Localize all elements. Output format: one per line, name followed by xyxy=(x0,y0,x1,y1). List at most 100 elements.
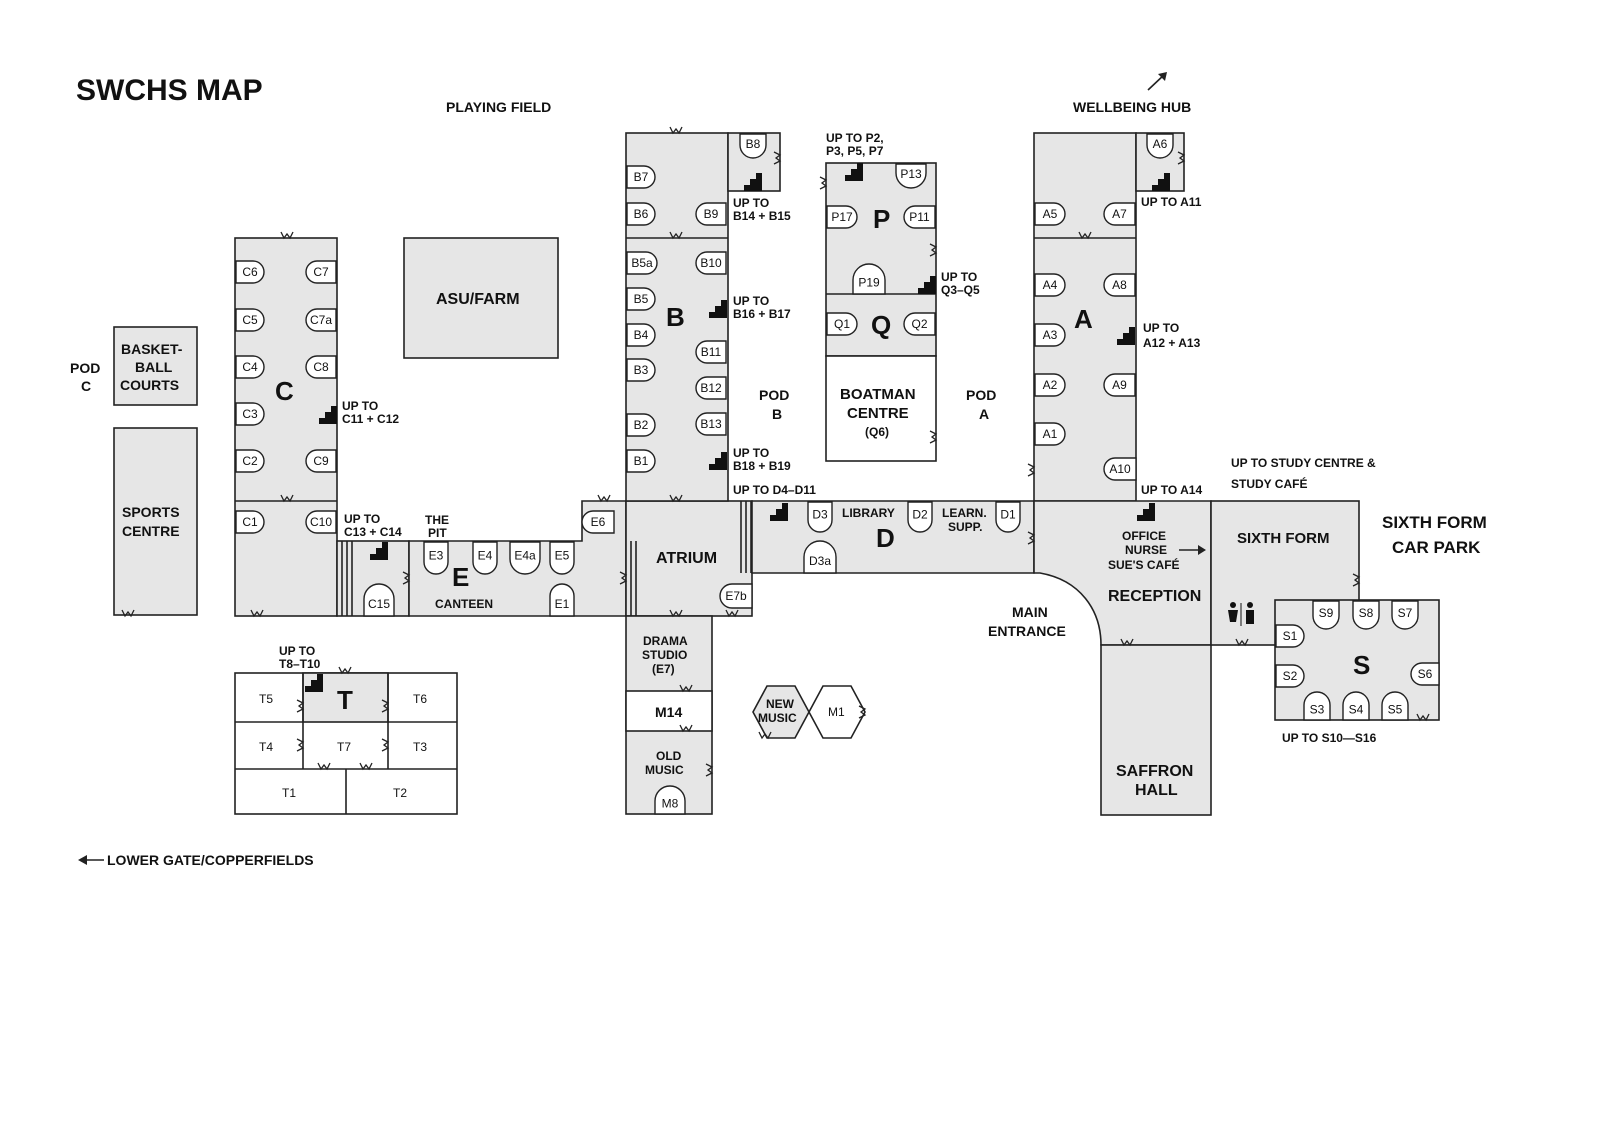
office-arrow-icon xyxy=(1179,545,1206,555)
door-icon xyxy=(679,684,693,693)
stair-label-study-line1: UP TO STUDY CENTRE & xyxy=(1231,456,1376,470)
lower-gate-arrow-icon xyxy=(78,855,104,865)
room-marker-shape xyxy=(235,355,265,379)
stair-label-d4: UP TO D4–D11 xyxy=(733,483,816,497)
room-a9: A9 xyxy=(1103,373,1136,397)
office-label-3: SUE'S CAFÉ xyxy=(1108,557,1180,572)
room-label: B8 xyxy=(746,137,761,151)
room-label: C3 xyxy=(242,407,258,421)
room-marker-shape xyxy=(1103,373,1136,397)
room-e1: E1 xyxy=(549,583,575,617)
room-marker-shape xyxy=(807,501,833,533)
room-label: S1 xyxy=(1283,629,1298,643)
stair-label-b16-line2: B16 + B17 xyxy=(733,307,791,321)
room-s1: S1 xyxy=(1275,624,1305,648)
stairs-icon xyxy=(709,300,727,318)
sixth-form-car-park-label: SIXTH FORM xyxy=(1382,513,1487,532)
room-label: B6 xyxy=(634,207,649,221)
room-label: B11 xyxy=(701,345,722,359)
wellbeing-hub-label: WELLBEING HUB xyxy=(1073,99,1191,115)
room-t1: T1 xyxy=(282,786,296,800)
door-icon xyxy=(1120,638,1134,647)
room-label: C1 xyxy=(242,515,258,529)
pod-a-letter: A xyxy=(979,406,989,422)
room-marker-shape xyxy=(1103,457,1137,481)
door-icon xyxy=(1027,463,1036,477)
room-q1: Q1 xyxy=(826,312,858,336)
room-marker-shape xyxy=(1034,273,1066,297)
room-label: C15 xyxy=(368,597,390,611)
canteen-label: CANTEEN xyxy=(435,597,493,611)
room-t5: T5 xyxy=(259,692,273,706)
room-a3: A3 xyxy=(1034,323,1066,347)
block-c xyxy=(234,237,338,617)
door-icon xyxy=(725,609,739,618)
room-marker-shape xyxy=(626,449,656,473)
room-marker-shape xyxy=(695,202,727,226)
room-c7a: C7a xyxy=(305,308,337,332)
room-marker-shape xyxy=(626,202,656,226)
room-label: B12 xyxy=(700,381,722,395)
room-marker-shape xyxy=(626,358,656,382)
room-b8: B8 xyxy=(739,133,767,159)
sports-centre-label-2: CENTRE xyxy=(122,523,180,539)
stair-labels: UP TO B14 + B15 UP TO B16 + B17 UP TO B1… xyxy=(279,131,1377,745)
room-s6: S6 xyxy=(1410,662,1440,686)
room-marker-shape xyxy=(626,323,656,347)
basketball-label-2: BALL xyxy=(135,359,173,375)
room-label: P17 xyxy=(831,210,853,224)
room-e4a: E4a xyxy=(509,541,541,575)
room-e3: E3 xyxy=(423,541,449,575)
room-b10: B10 xyxy=(695,251,727,275)
stair-label-a14: UP TO A14 xyxy=(1141,483,1202,497)
basketball-label-1: BASKET- xyxy=(121,341,183,357)
room-c7: C7 xyxy=(305,260,337,284)
stair-label-study-line2: STUDY CAFÉ xyxy=(1231,476,1307,491)
room-label: A3 xyxy=(1043,328,1058,342)
room-label: S2 xyxy=(1283,669,1298,683)
room-m14: M14 xyxy=(655,704,682,720)
room-b2: B2 xyxy=(626,413,656,437)
room-marker-shape xyxy=(826,312,858,336)
room-label: S3 xyxy=(1310,702,1325,716)
stair-label-q3-line1: UP TO xyxy=(941,270,977,284)
basketball-label-3: COURTS xyxy=(120,377,179,393)
room-marker-shape xyxy=(626,413,656,437)
room-c8: C8 xyxy=(305,355,337,379)
room-marker-shape xyxy=(1342,691,1370,721)
learn-supp-label-1: LEARN. xyxy=(942,506,987,520)
room-p11: P11 xyxy=(903,205,936,229)
room-label: S8 xyxy=(1359,606,1374,620)
block-q-letter: Q xyxy=(871,310,891,340)
door-icon xyxy=(858,705,867,719)
room-label: C2 xyxy=(242,454,258,468)
room-label: C7 xyxy=(313,265,329,279)
new-music-label-2: MUSIC xyxy=(758,711,797,725)
m1-room xyxy=(808,685,866,739)
room-marker-shape xyxy=(695,340,727,364)
room-marker-shape xyxy=(626,165,656,189)
room-label: D2 xyxy=(912,508,928,522)
door-icon xyxy=(669,609,683,618)
room-a1: A1 xyxy=(1034,422,1066,446)
m14-room xyxy=(625,690,713,732)
asu-farm-label: ASU/FARM xyxy=(436,291,520,308)
old-music-label-1: OLD xyxy=(656,749,682,763)
room-marker-shape xyxy=(852,263,886,295)
pod-c-label: POD xyxy=(70,360,100,376)
room-b7: B7 xyxy=(626,165,656,189)
room-marker-shape xyxy=(1034,202,1066,226)
door-icon xyxy=(597,494,611,503)
room-marker-shape xyxy=(423,541,449,575)
door-icon xyxy=(381,738,390,752)
stair-label-a12-line1: UP TO xyxy=(1143,321,1179,335)
room-marker-shape xyxy=(305,260,337,284)
room-marker-shape xyxy=(305,449,337,473)
basketball-courts xyxy=(113,326,198,406)
door-icon xyxy=(679,724,693,733)
room-label: A7 xyxy=(1112,207,1127,221)
room-c2: C2 xyxy=(235,449,265,473)
stairs-icon xyxy=(1137,503,1155,521)
sixth-form-car-park-label-2: CAR PARK xyxy=(1392,538,1481,557)
stair-label-b14-line2: B14 + B15 xyxy=(733,209,791,223)
